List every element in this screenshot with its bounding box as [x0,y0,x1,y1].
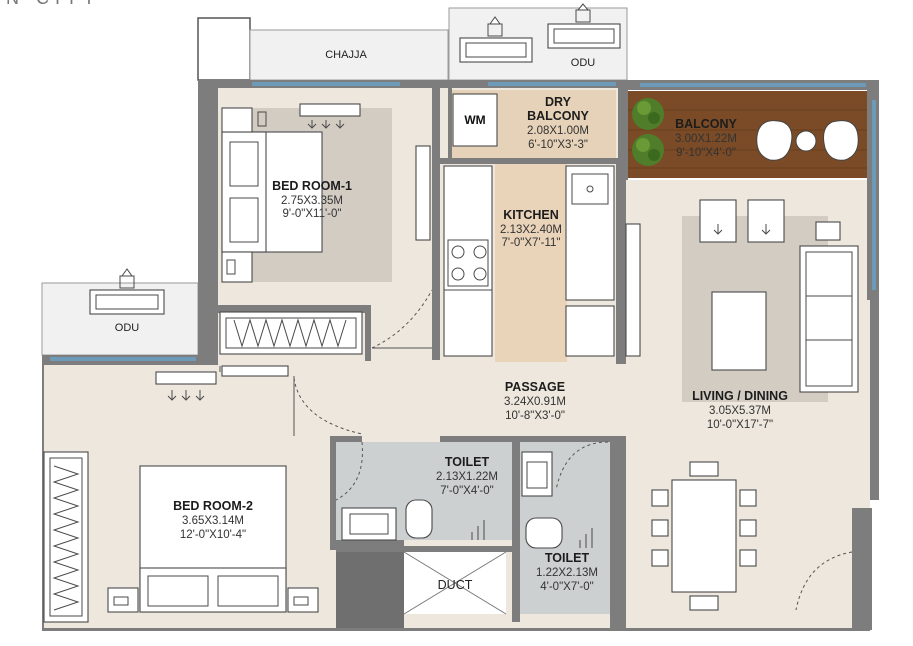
living-imperial: 10'-0"X17'-7" [707,419,773,431]
door-swing-icon [795,551,853,611]
passage-metric: 3.24X0.91M [504,396,566,408]
wm-label: WM [464,113,485,127]
toilet-1: TOILET 2.13X1.22M 7'-0"X4'-0" [335,441,498,541]
window-sill [415,145,431,241]
toilet1-name: TOILET [445,455,490,469]
kitchen-metric: 2.13X2.40M [500,224,562,236]
toilet-2: TOILET 1.22X2.13M 4'-0"X7'-0" [521,441,609,593]
project-title-fragment: N CITY [6,0,101,8]
ac-outdoor-unit-icon [547,3,621,49]
wc [405,499,433,539]
kitchen: KITCHEN 2.13X2.40M 7'-0"X7'-11" [443,165,615,357]
dry-balcony: WM DRY BALCONY 2.08X1.00M 6'-10"X3'-3" [452,93,590,151]
bedroom-1-furniture: BED ROOM-1 2.75X3.35M 9'-0"X11'-0" [219,103,431,355]
toilet2-name: TOILET [545,551,590,565]
wash-basin [341,507,397,541]
dining-table [671,479,737,593]
toilet1-metric: 2.13X1.22M [436,471,498,483]
bed2-metric: 3.65X3.14M [182,515,244,527]
bed2-imperial: 12'-0"X10'-4" [180,529,246,541]
counter [565,165,615,301]
dry-balcony-metric: 2.08X1.00M [527,125,589,137]
indoor-ac-icon [155,371,217,401]
fridge [565,305,615,357]
kitchen-name: KITCHEN [503,208,559,222]
toilet2-metric: 1.22X2.13M [536,567,598,579]
kitchen-imperial: 7'-0"X7'-11" [501,237,560,249]
living-dining: LIVING / DINING 3.05X5.37M 10'-0"X17'-7" [625,199,859,611]
dry-balcony-imperial: 6'-10"X3'-3" [528,139,588,151]
ac-outdoor-unit-icon [459,16,533,63]
side-table [795,130,817,152]
washing-machine [452,93,498,147]
side-table [221,107,253,133]
dry-balcony-name-2: BALCONY [527,109,589,123]
windows [50,82,876,361]
door-swing-icon [555,441,609,491]
dry-balcony-name-1: DRY [545,95,572,109]
odu-label-left: ODU [115,322,140,334]
bed2-name: BED ROOM-2 [173,499,253,513]
hob-icon [447,239,489,287]
coffee-table [711,291,767,371]
odu-ledge-left: ODU [41,268,199,356]
bed1-metric: 2.75X3.35M [281,195,343,207]
passage-name: PASSAGE [505,380,565,394]
window-sill [221,365,289,377]
duct-label: DUCT [438,578,473,592]
ac-outdoor-unit-icon [89,268,165,315]
sofa [799,245,859,393]
living-metric: 3.05X5.37M [709,405,771,417]
kitchen-floor [495,164,567,362]
toilet2-imperial: 4'-0"X7'-0" [540,581,593,593]
sink [571,173,609,205]
wardrobe [219,311,363,355]
side-table [107,587,139,613]
bed1-name: BED ROOM-1 [272,179,352,193]
balcony-deck [627,91,867,178]
indoor-ac-icon [299,103,361,129]
armchair [699,199,737,243]
potted-plant-icon [632,98,664,130]
potted-plant-icon [632,134,664,166]
walls [42,80,879,631]
wardrobe [43,451,89,623]
toilet1-imperial: 7'-0"X4'-0" [440,485,493,497]
balcony-metric: 3.00X1.22M [675,133,737,145]
door-swing-icon [371,289,433,349]
odu-ledge-top: ODU [448,3,628,81]
counter [443,165,493,357]
living-name: LIVING / DINING [692,389,788,403]
bed1-imperial: 9'-0"X11'-0" [282,208,341,220]
odu-label-top: ODU [571,57,596,69]
chajja-label: CHAJJA [325,49,367,61]
wc [525,517,563,549]
bedroom-2-furniture: BED ROOM-2 3.65X3.14M 12'-0"X10'-4" [43,365,319,623]
side-table [815,221,841,241]
door-swing-icon [335,441,363,501]
tv-unit [625,223,641,357]
lounge-chair-icon [823,120,859,161]
balcony-name: BALCONY [675,117,737,131]
door-swing-icon [293,377,363,435]
armchair [747,199,785,243]
balcony-imperial: 9'-10"X4'-0" [676,147,736,159]
passage-imperial: 10'-8"X3'-0" [505,410,565,422]
chajja-ledge: CHAJJA [197,17,449,81]
side-table [287,587,319,613]
lounge-chair-icon [756,120,793,161]
